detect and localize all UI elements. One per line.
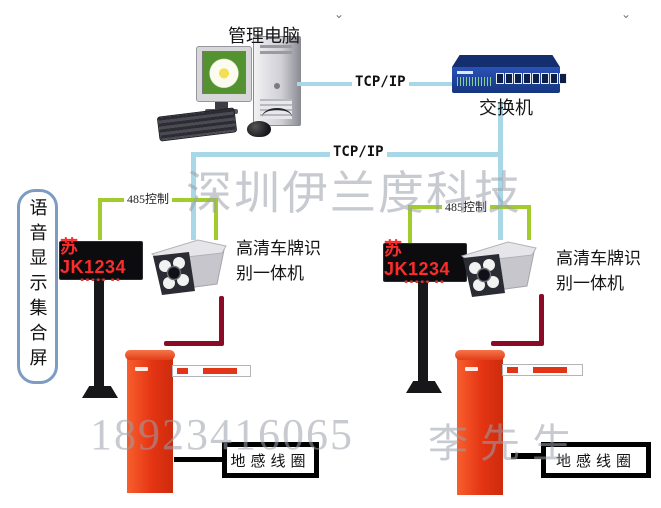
right-camera-drop-line [498,152,503,240]
coil-label-right: 地感线圈 [555,453,636,470]
camera-caption-left-line1: 高清车牌识 [236,239,321,258]
barrier-boom-right [502,364,583,376]
stray-mark-left: ⌄ [334,7,345,21]
monitor-flower-screen [202,51,246,94]
monitor-stand [215,100,228,111]
camera-caption-right-line2: 别一体机 [556,274,624,293]
camera-caption-right: 高清车牌识 别一体机 [556,246,641,296]
switch-riser-line [498,104,503,154]
camera-cable-right-h [491,341,544,346]
computer-label: 管理电脑 [228,26,300,46]
led-pole-base-left [82,386,118,398]
coil-connector-left [174,457,224,462]
keyboard-icon [156,107,238,142]
rs485-right-line-a [408,205,412,243]
led-pole-base-right [406,381,442,393]
led-display-right: 苏JK1234 ▪▪▪▪▪ ▪▪ [383,239,467,285]
rs485-left-line-a [98,198,102,240]
coil-box-right: 地感线圈 [541,442,651,478]
camera-cable-left-v [219,296,224,345]
lpr-camera-icon-right [460,241,537,297]
camera-cable-right-v [539,294,544,345]
license-plate-text: 苏JK1234 [60,237,127,277]
rs485-right-line-c [527,205,531,240]
lpr-camera-icon-left [150,239,227,295]
led-pole-right [418,280,428,383]
mouse-icon [247,121,271,137]
barrier-gate-left [125,350,175,493]
tcpip-top-label: TCP/IP [352,74,409,90]
rs485-left-label: 485控制 [124,190,173,207]
camera-caption-right-line1: 高清车牌识 [556,249,641,268]
voice-panel-text: 语音显示集合屏 [27,198,48,373]
switch-label: 交换机 [479,98,533,118]
stray-mark-right: ⌄ [621,7,632,21]
license-plate-text: 苏JK1234 [384,239,451,279]
switch-logo [457,71,473,74]
left-camera-drop-line [191,152,196,240]
coil-box-left: 地感线圈 [222,442,319,478]
led-subtext: ▪▪▪▪▪ ▪▪ [404,279,446,285]
mouse-cable [262,108,292,126]
camera-caption-left: 高清车牌识 别一体机 [236,236,321,286]
switch-top-panel [452,55,560,67]
led-subtext: ▪▪▪▪▪ ▪▪ [80,277,122,283]
barrier-boom-left [172,365,251,377]
switch-ports [496,73,567,84]
switch-led-indicators [457,77,491,86]
rs485-right-label: 485控制 [442,198,491,215]
camera-caption-left-line2: 别一体机 [236,264,304,283]
tcpip-bus-label: TCP/IP [330,144,387,160]
barrier-gate-right [455,350,505,495]
led-display-left: 苏JK1234 ▪▪▪▪▪ ▪▪ [59,237,143,283]
network-switch-icon [452,67,567,93]
computer-monitor-icon [196,46,252,102]
camera-cable-left-h [164,341,224,346]
led-pole-left [94,278,104,388]
coil-label-left: 地感线圈 [230,453,311,470]
coil-connector-right [511,453,542,459]
voice-display-panel: 语音显示集合屏 [17,189,58,384]
rs485-left-line-c [214,198,218,240]
